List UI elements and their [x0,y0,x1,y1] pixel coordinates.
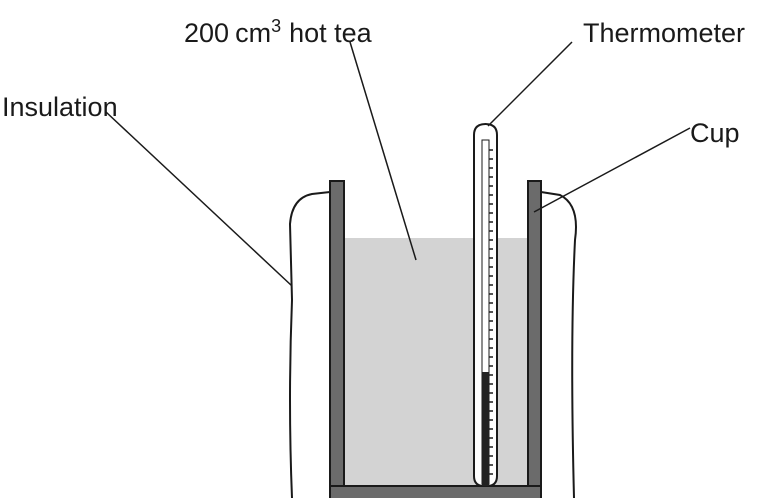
tea-unit-exponent: 3 [271,16,281,36]
cup-label: Cup [690,118,740,148]
cup-left-wall [329,180,345,498]
thermometer [473,122,498,487]
insulation-right [540,191,577,498]
tea-amount: 200 [184,18,229,48]
thermometer-leader-line [487,41,573,127]
tea-liquid [344,238,528,486]
cup-leader-line [533,127,691,213]
thermometer-label: Thermometer [583,18,745,48]
thermometer-scale [489,149,493,475]
insulation-left [288,191,331,498]
tea-leader-line [349,41,417,261]
insulation-label: Insulation [2,92,118,122]
tea-name: hot tea [289,18,373,48]
cup-base [329,485,542,498]
tea-unit: cm [235,18,271,48]
cup-right-wall [527,180,542,498]
thermometer-liquid [482,372,489,486]
insulation-leader-line [105,111,293,287]
